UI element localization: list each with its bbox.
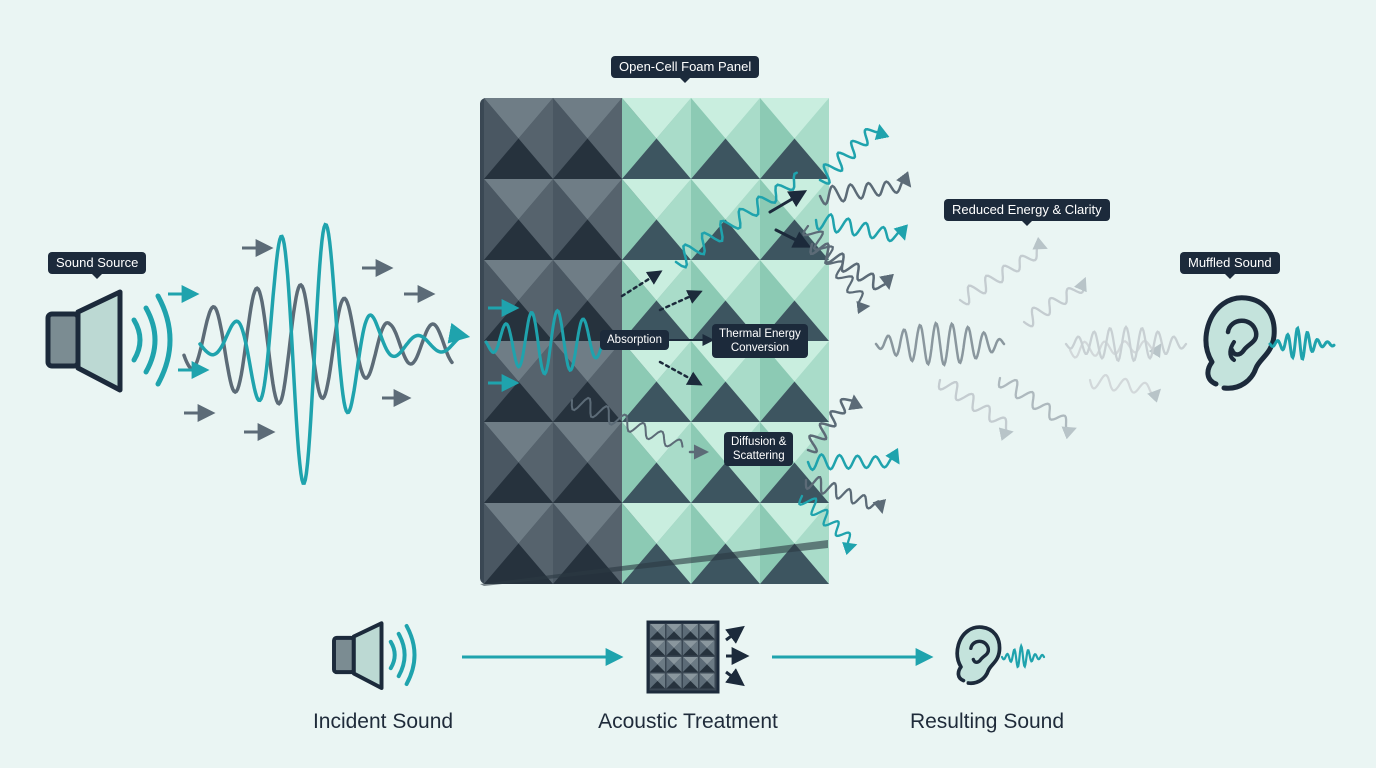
- sound-source-label: Sound Source: [48, 252, 147, 279]
- diffusion-line-2: Scattering: [732, 450, 785, 462]
- speaker-icon: [45, 289, 173, 393]
- foam-grid-icon: [646, 620, 720, 694]
- flow-ear-icon: [955, 625, 1002, 686]
- muffled-sound-label: Muffled Sound: [1180, 252, 1280, 279]
- scatter-arrows-icon: [725, 625, 750, 687]
- incident-arrows: [168, 239, 520, 441]
- flow-step-result: Resulting Sound: [909, 710, 1065, 733]
- flow-sound-wave-icon: [1000, 642, 1046, 669]
- foam-panel-label: Open-Cell Foam Panel: [611, 56, 760, 83]
- diffusion-line-1: Diffusion &: [731, 436, 787, 448]
- diffusion-label: Diffusion & Scattering: [724, 432, 794, 466]
- internal-waves: [484, 171, 812, 460]
- scattered-waves: [798, 123, 1188, 556]
- reduced-energy-label: Reduced Energy & Clarity: [944, 199, 1110, 226]
- flow-step-treatment: Acoustic Treatment: [598, 710, 778, 733]
- ear-icon: [1203, 295, 1277, 391]
- thermal-line-1: Thermal Energy: [719, 328, 801, 340]
- thermal-line-2: Conversion: [730, 342, 789, 354]
- absorption-label: Absorption: [600, 330, 669, 350]
- flow-step-incident: Incident Sound: [312, 710, 454, 733]
- thermal-energy-label: Thermal Energy Conversion: [712, 324, 808, 358]
- incident-waves: [182, 222, 471, 485]
- flow-speaker-icon: [332, 621, 417, 690]
- sound-wave-icon: [1268, 325, 1336, 361]
